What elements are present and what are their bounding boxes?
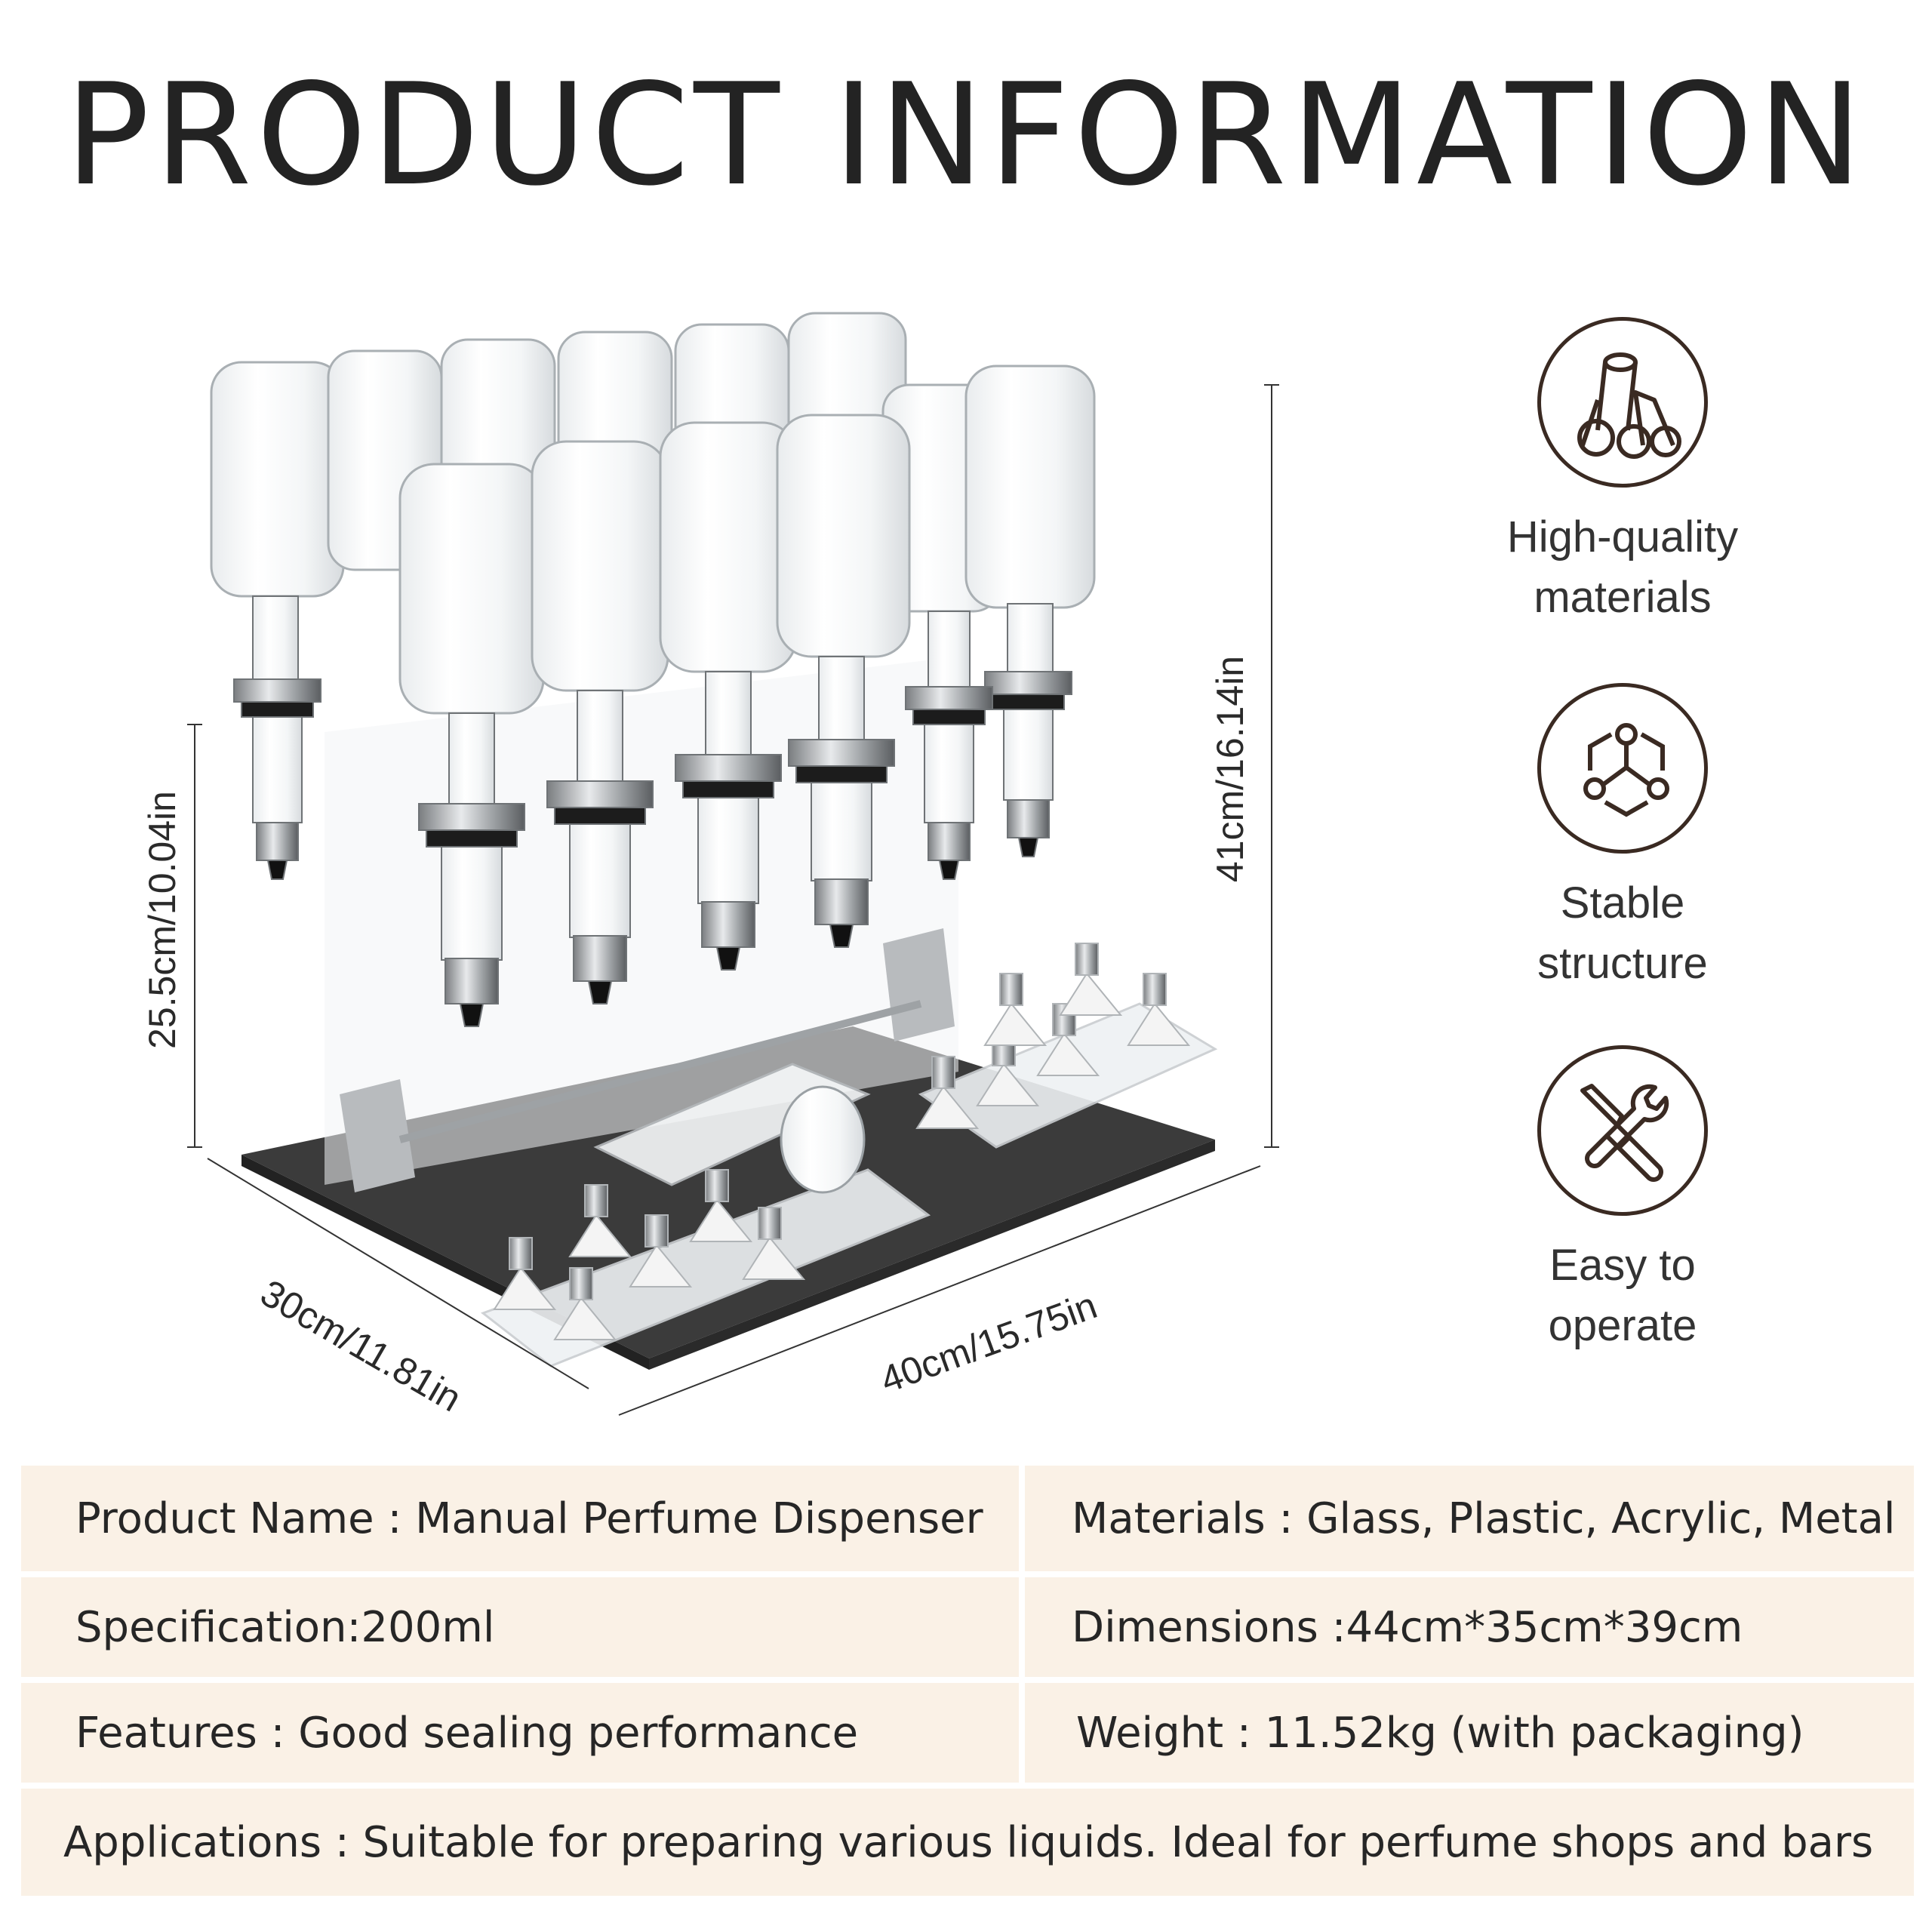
structure-icon [1583,723,1669,817]
height-left-label: 25.5cm/10.04in [141,791,183,1049]
spec-materials: Materials : Glass, Plastic, Acrylic, Met… [1025,1466,1914,1571]
feature-operate-line1: Easy to [1549,1241,1696,1290]
feature-materials-line2: materials [1534,573,1712,622]
circle-frame [1537,317,1708,488]
feature-materials: High-quality materials [1479,317,1766,628]
feature-operate: Easy to operate [1479,1045,1766,1356]
spec-product-name: Product Name : Manual Perfume Dispenser [21,1466,1019,1571]
page-title: PRODUCT INFORMATION [65,53,1867,217]
spec-features: Features : Good sealing performance [21,1683,1019,1783]
circle-frame [1537,1045,1708,1216]
spec-applications: Applications : Suitable for preparing va… [21,1789,1914,1896]
column-divider [1019,1466,1025,1783]
feature-materials-line1: High-quality [1506,512,1739,561]
height-right-label: 41cm/16.14in [1209,655,1251,883]
feature-structure-line1: Stable [1560,878,1685,928]
dispenser-image [187,312,1279,1416]
tools-icon [1580,1084,1669,1182]
spec-table: Product Name : Manual Perfume Dispenser … [21,1466,1914,1896]
circle-frame [1537,683,1708,854]
materials-icon [1577,352,1681,459]
spec-specification: Specification:200ml [21,1577,1019,1677]
spec-dimensions: Dimensions :44cm*35cm*39cm [1025,1577,1914,1677]
row-divider [21,1677,1914,1683]
row-divider [21,1571,1914,1577]
spec-weight: Weight : 11.52kg (with packaging) [1025,1683,1914,1783]
row-divider [21,1783,1914,1789]
product-illustration: 25.5cm/10.04in 41cm/16.14in 30cm/11.81in… [128,279,1306,1426]
feature-structure-line2: structure [1537,939,1708,988]
feature-operate-line2: operate [1548,1301,1697,1350]
feature-structure: Stable structure [1479,683,1766,994]
